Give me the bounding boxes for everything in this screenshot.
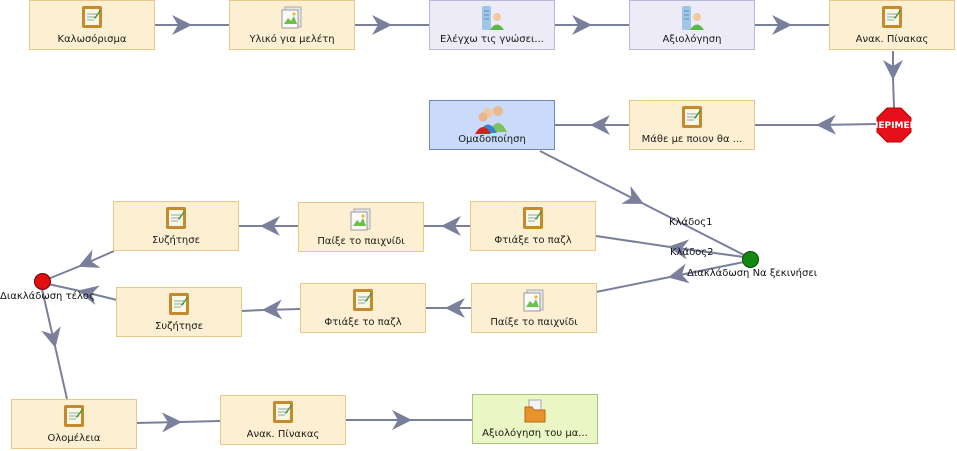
notepad-icon (521, 205, 545, 235)
node-activity-evaluation[interactable]: Αξιολόγηση του μα... (472, 394, 598, 444)
branch-start-label: Διακλάδωση Να ξεκινήσει (687, 268, 818, 279)
document-image-icon (348, 206, 374, 236)
edge-branch1 (668, 239, 745, 260)
folder-document-icon (523, 398, 547, 428)
node-label: Ανακ. Πίνακας (246, 429, 320, 440)
node-play-game-1[interactable]: Παίξε το παιχνίδι (298, 202, 424, 252)
edge-grouping-to-branch (539, 150, 644, 204)
node-label: Μάθε με ποιον θα ... (641, 134, 743, 145)
node-play-game-2[interactable]: Παίξε το παιχνίδι (471, 283, 597, 333)
document-image-icon (279, 4, 305, 34)
branch-1-label: Κλάδος1 (669, 217, 713, 228)
node-label: Φτιάξε το παζλ (324, 317, 402, 328)
notepad-icon (880, 4, 904, 34)
node-wait-stop[interactable]: ΠΕΡΙΜΕΝ (871, 107, 917, 143)
stop-sign-text: ΠΕΡΙΜΕΝ (876, 121, 912, 131)
edge-puzzle2-to-discuss2 (262, 299, 301, 320)
notepad-icon (271, 399, 295, 429)
notepad-icon (80, 4, 104, 34)
edge-plenary-to-board2 (135, 412, 182, 433)
stop-sign-icon: ΠΕΡΙΜΕΝ (871, 107, 917, 143)
node-label: Φτιάξε το παζλ (494, 235, 572, 246)
edge-stop-to-learn (816, 114, 878, 135)
node-notice-board-2[interactable]: Ανακ. Πίνακας (220, 395, 346, 445)
node-plenary[interactable]: Ολομέλεια (11, 399, 137, 449)
node-label: Καλωσόρισμα (57, 34, 127, 45)
node-label: Παίξε το παιχνίδι (317, 236, 405, 247)
node-assessment[interactable]: Αξιολόγηση (629, 0, 755, 50)
node-label: Αξιολόγηση του μα... (482, 428, 588, 439)
node-build-puzzle-1[interactable]: Φτιάξε το παζλ (470, 201, 596, 251)
document-image-icon (521, 287, 547, 317)
branch-end-node[interactable] (34, 273, 51, 290)
node-grouping[interactable]: Ομαδοποίηση (429, 100, 555, 150)
node-discuss-1[interactable]: Συζήτησε (113, 201, 239, 251)
notepad-icon (164, 205, 188, 235)
notepad-icon (680, 104, 704, 134)
node-label: Ολομέλεια (47, 433, 101, 444)
node-build-puzzle-2[interactable]: Φτιάξε το παζλ (300, 283, 426, 333)
notepad-icon (167, 291, 191, 321)
node-notice-board-1[interactable]: Ανακ. Πίνακας (829, 0, 955, 50)
node-label: Συζήτησε (155, 321, 203, 332)
node-label: Υλικό για μελέτη (249, 34, 335, 45)
group-users-icon (474, 104, 510, 138)
edge-discuss2-to-end (78, 285, 118, 305)
edge-branch2 (668, 261, 745, 284)
branch-start-node[interactable] (742, 251, 759, 268)
notepad-icon (62, 403, 86, 433)
node-study-material[interactable]: Υλικό για μελέτη (229, 0, 355, 50)
branch-end-label: Διακλάδωση τέλος (0, 291, 95, 302)
node-learn-with-whom[interactable]: Μάθε με ποιον θα ... (629, 100, 755, 150)
node-discuss-2[interactable]: Συζήτησε (116, 287, 242, 337)
node-label: Συζήτησε (152, 235, 200, 246)
node-label: Παίξε το παιχνίδι (490, 317, 578, 328)
node-knowledge-check[interactable]: Ελέγχω τις γνώσει... (429, 0, 555, 50)
branch-2-label: Κλάδος2 (670, 247, 714, 258)
node-label: Ανακ. Πίνακας (855, 34, 929, 45)
edge-discuss1-to-end (78, 249, 115, 268)
node-welcome[interactable]: Καλωσόρισμα (29, 0, 155, 50)
user-quiz-icon (479, 4, 505, 36)
user-quiz-icon (679, 4, 705, 36)
notepad-icon (351, 287, 375, 317)
edge-end-to-plenary (41, 288, 61, 348)
